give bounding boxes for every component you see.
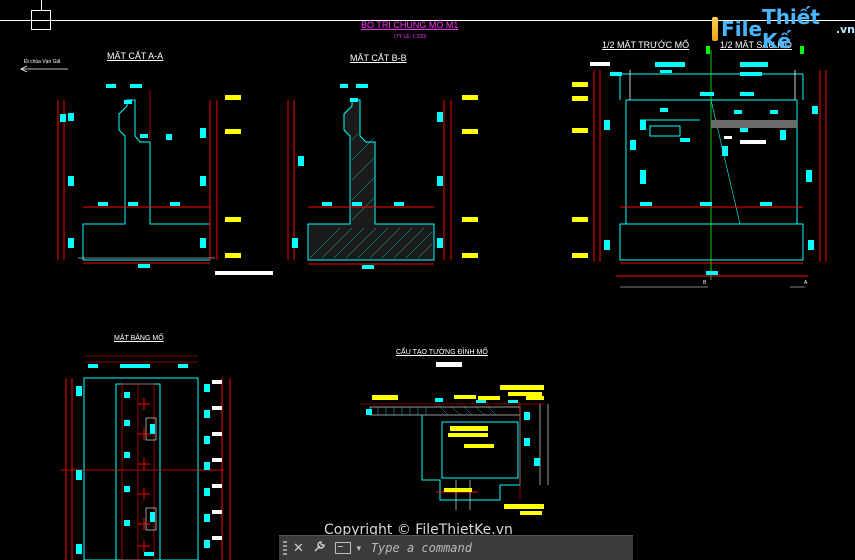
watermark-file: File [721,17,763,41]
elevation-levels [572,82,588,258]
section-marker-b: B [703,280,707,286]
direction-label: Đi chùa Vạn Giã [24,59,61,65]
elevation-tags [604,46,818,275]
detail-labels [372,385,544,515]
file-icon [712,17,719,41]
section-aa-levels [225,95,241,258]
detail-tags [366,362,540,466]
section-aa-geometry [57,90,273,275]
ucs-horizontal-line [0,20,855,21]
detail-title: CẤU TẠO TƯỜNG ĐỈNH MỐ [396,349,488,356]
ucs-icon [31,10,51,30]
plan-title: MẶT BẰNG MỐ [114,335,164,342]
watermark-thiet-ke: Thiết Kế [762,5,820,53]
section-bb-levels [462,95,478,258]
section-marker-a: A [804,280,808,286]
section-bb-tags [292,84,443,269]
chevron-down-icon[interactable]: ▼ [354,543,363,553]
detail-geometry [360,403,549,510]
drawing-main-title: BỐ TRÍ CHUNG MỐ M1 [361,20,459,30]
elevation-geometry [593,50,827,288]
wrench-icon[interactable] [313,540,326,556]
section-aa-title: MẶT CẮT A-A [107,51,164,61]
section-bb-title: MẶT CẮT B-B [350,53,407,63]
section-bb-geometry [287,99,452,265]
watermark-domain: .vn [835,22,855,36]
elevation-white-labels [590,62,766,144]
command-line-bar: ✕ ▼ [279,535,633,560]
plan-tags [76,364,210,556]
section-aa-tags [60,84,206,268]
drag-handle-icon[interactable] [283,541,287,555]
direction-arrow [20,65,68,73]
half-front-title: 1/2 MẶT TRƯỚC MỐ [602,40,690,50]
watermark-logo: File Thiết Kế .vn [712,5,855,53]
plan-crosses [138,398,150,552]
close-icon[interactable]: ✕ [293,540,304,555]
command-input[interactable] [368,537,633,559]
plan-white-tags [212,380,222,540]
ucs-vertical-line [41,0,42,10]
command-prompt-icon[interactable] [334,542,351,554]
copyright-text: Copyright © FileThietKe.vn [324,522,513,538]
half-back-title: 1/2 MẶT SAU MỐ [720,40,792,50]
drawing-scale-note: (TỶ LỆ: 1:100) [394,34,427,40]
